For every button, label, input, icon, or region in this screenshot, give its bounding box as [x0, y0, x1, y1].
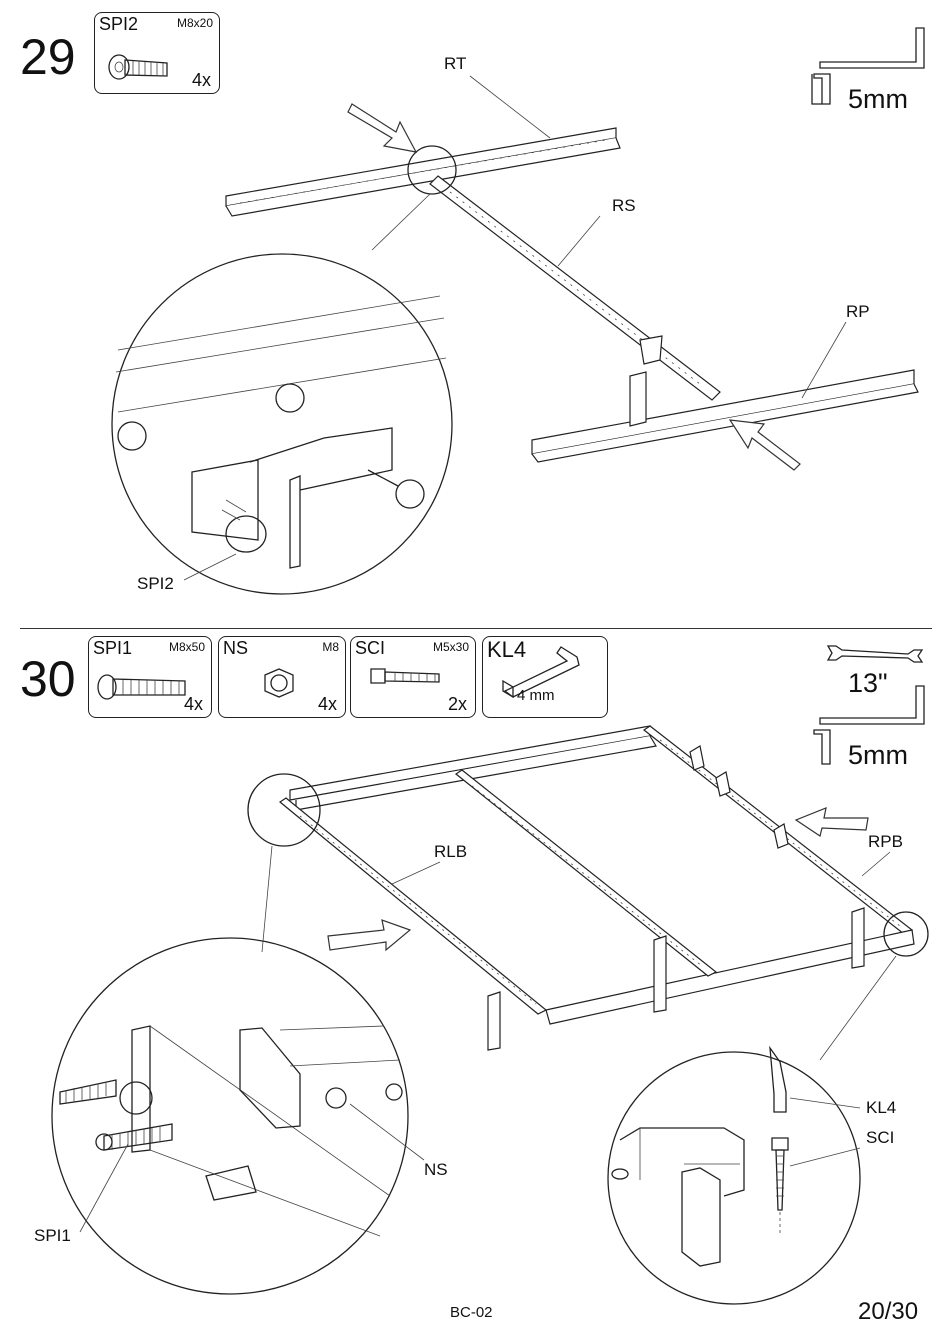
callout-ns: NS: [424, 1160, 448, 1180]
callout-kl4: KL4: [866, 1098, 896, 1118]
callout-rpb: RPB: [868, 832, 903, 852]
callout-sci: SCI: [866, 1128, 894, 1148]
callout-rlb: RLB: [434, 842, 467, 862]
page-number: 20/30: [858, 1298, 918, 1326]
document-code: BC-02: [450, 1304, 493, 1321]
callout-spi1: SPI1: [34, 1226, 71, 1246]
